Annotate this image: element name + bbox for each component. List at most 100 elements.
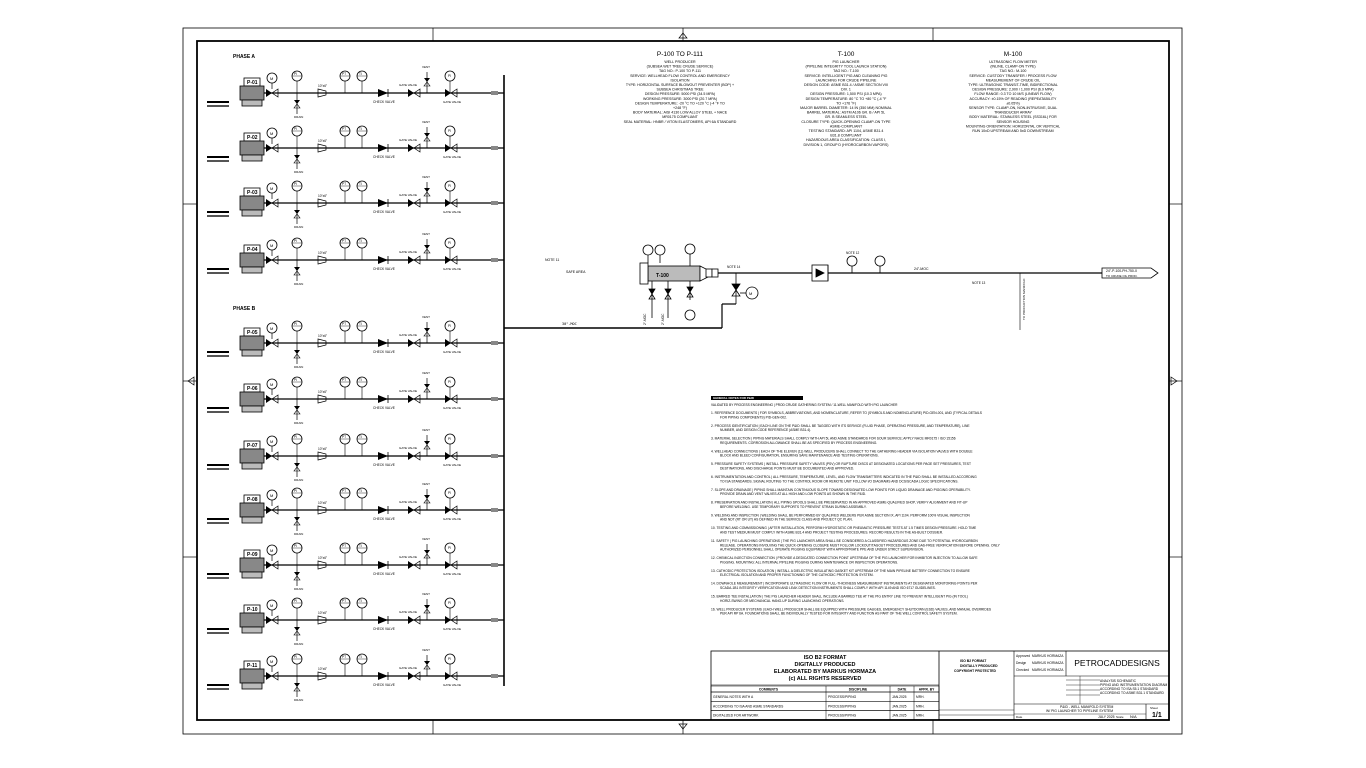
check-valve xyxy=(378,561,388,569)
motor-tag: M xyxy=(270,326,273,331)
note-line: ELECTRICAL ISOLATION AND PROPER FUNCTION… xyxy=(720,573,874,577)
callout-line: ISOLATION xyxy=(671,78,690,82)
drain-label: DRAIN xyxy=(294,170,303,174)
callout-line: MEASUREMENT OF CRUDE OIL xyxy=(986,78,1040,82)
isolation-valve xyxy=(445,339,451,347)
instrument-tag: PT xyxy=(342,544,346,548)
general-notes: GENERAL NOTES FOR P&ID VALIDATED BY PROC… xyxy=(711,396,1001,616)
reducer xyxy=(317,560,327,570)
isolation-valve xyxy=(450,560,458,570)
well-tag: P-01 xyxy=(247,80,258,86)
gate-valve-label: GATE VALVE xyxy=(443,572,461,576)
isolation-valve xyxy=(445,395,451,403)
meter-instrument-fi xyxy=(874,255,886,267)
well-tag-bar xyxy=(207,215,229,217)
check-valve xyxy=(378,616,388,624)
drain-valve xyxy=(294,406,300,410)
motor-tag: M xyxy=(270,493,273,498)
note-line: REQUIREMENTS. CORROSION ALLOWANCE SHALL … xyxy=(720,441,877,445)
isolation-valve xyxy=(445,506,451,514)
callout-line: (PIPELINE INTEGRITY TOOL LAUNCH STATION) xyxy=(805,65,886,69)
drain-label: DRAIN xyxy=(294,478,303,482)
well-tag-bar xyxy=(207,468,229,470)
vent-valve xyxy=(424,550,430,554)
vent-valve xyxy=(423,553,431,559)
wellhead-base xyxy=(241,405,263,413)
check-valve-label: CHECK VALVE xyxy=(373,517,395,521)
drain-label: DRAIN xyxy=(294,365,303,369)
flow-arrow xyxy=(491,146,498,150)
gate-valve-label: GATE VALVE xyxy=(443,463,461,467)
instrument-tag: PI xyxy=(294,72,297,76)
drain-valve xyxy=(294,155,300,159)
gate-valve-label: GATE VALVE xyxy=(443,267,461,271)
note-line: 12. CHEMICAL INJECTION CONNECTION | PROV… xyxy=(711,556,978,560)
instrument-tag: PI xyxy=(294,322,297,326)
callout-line: RUN 10xD UPSTREAM AND 5xD DOWNSTREAM xyxy=(972,129,1053,133)
drain-label: DRAIN xyxy=(294,587,303,591)
sheet-label: Sheet xyxy=(1150,706,1158,710)
isolation-valve xyxy=(445,256,451,264)
vent-valve xyxy=(424,495,430,499)
wing-valve xyxy=(271,88,279,98)
callout-line: TAG NO.: P-100 TO P-111 xyxy=(659,69,701,73)
wellhead-base xyxy=(241,571,263,579)
iso-line-2: DIGITALLY PRODUCED xyxy=(794,662,855,668)
note-line: 2. PROCESS IDENTIFICATION | EACH LINE ON… xyxy=(711,424,970,428)
reducer xyxy=(317,671,327,681)
instrument-tag: PI xyxy=(448,380,451,384)
check-valve-label: CHECK VALVE xyxy=(373,463,395,467)
wing-valve xyxy=(271,394,279,404)
callout-line: GR. B SEAMLESS STEEL xyxy=(825,115,868,119)
vent-valve xyxy=(424,133,430,137)
well-tag-bar xyxy=(207,351,229,353)
gate-valve-label: GATE VALVE xyxy=(443,406,461,410)
safe-area-label: SAFE AREA xyxy=(566,270,586,274)
gate-valve-label: GATE VALVE xyxy=(399,193,417,197)
vent-valve xyxy=(423,248,431,254)
check-valve xyxy=(378,144,388,152)
vent-label: VENT xyxy=(422,371,430,375)
reducer xyxy=(317,451,327,461)
well-tag: P-10 xyxy=(247,607,258,613)
project-line-1: ANALYSIS SCHEMATIC xyxy=(1100,679,1137,683)
note-line: AND TEST MEDIUM MUST COMPLY WITH ASME B3… xyxy=(720,531,943,535)
disclaimer-line-3: COPYRIGHT PROTECTED xyxy=(954,669,997,673)
instrument-tag: PI xyxy=(294,599,297,603)
drain-valve xyxy=(294,350,300,354)
gate-valve xyxy=(408,395,414,403)
instrument-tag: TI xyxy=(359,435,362,439)
revision-cell: DIGITALIZED FOR ARTWORK xyxy=(713,714,759,718)
well-tag-bar xyxy=(207,688,229,690)
instrument-tag: PI xyxy=(294,435,297,439)
well-tag: P-02 xyxy=(247,135,258,141)
gate-valve-label: GATE VALVE xyxy=(399,666,417,670)
drain-label: DRAIN xyxy=(294,115,303,119)
check-valve-label: CHECK VALVE xyxy=(373,350,395,354)
wellhead-base xyxy=(241,462,263,470)
gate-valve xyxy=(413,615,421,625)
instrument-tag: TI xyxy=(359,72,362,76)
instrument-tag: PI xyxy=(448,184,451,188)
instrument-tag: PI xyxy=(448,657,451,661)
approved-label: Approved xyxy=(1016,654,1030,658)
vent-label: VENT xyxy=(422,175,430,179)
note-line: 16. WELL PRODUCER SYSTEMS | EACH WELL PR… xyxy=(711,607,992,611)
disclaimer-line-2: DIGITALLY PRODUCED xyxy=(960,664,998,668)
vent-label: VENT xyxy=(422,537,430,541)
wing-valve xyxy=(266,506,272,514)
title-block-grid xyxy=(939,676,1146,716)
wing-valve xyxy=(266,672,272,680)
date-label: Date xyxy=(1016,715,1023,719)
revision-header: COMMENTS xyxy=(759,688,779,692)
wing-valve xyxy=(271,560,279,570)
header-line-label: 30"-MOC xyxy=(562,322,577,326)
gate-valve xyxy=(413,560,421,570)
note-line: BLOCK AND BLEED CONFIGURATION, ENSURING … xyxy=(720,454,879,458)
notes-heading: GENERAL NOTES FOR P&ID xyxy=(713,396,755,400)
wellhead-base xyxy=(241,682,263,690)
vent-valve xyxy=(423,387,431,393)
well-tag-bar xyxy=(207,411,229,413)
